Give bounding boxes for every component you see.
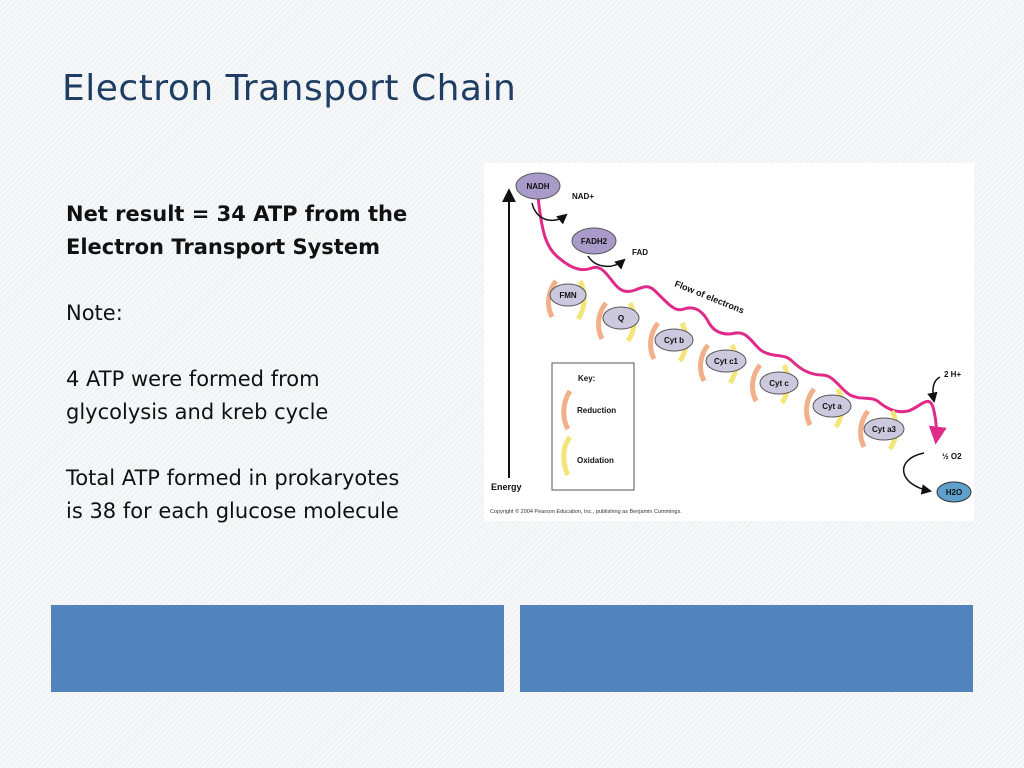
carrier-cyt-c1: Cyt c1 [705,349,747,373]
total-atp-line-2: is 38 for each glucose molecule [66,499,399,523]
carrier-fmn: FMN [549,283,587,307]
carrier-cyt-c: Cyt c [759,371,799,395]
glycolysis-line-2: glycolysis and kreb cycle [66,400,329,424]
carrier-cyt-b: Cyt b [654,328,694,352]
copyright-text: Copyright © 2004 Pearson Education, Inc.… [490,508,682,515]
placeholder-bar-left [51,605,504,692]
energy-axis: Energy [491,188,522,492]
etc-diagram-svg: Energy Flow of electrons [490,172,972,515]
carrier-cyt-a3-label: Cyt a3 [872,425,897,434]
nad-plus-label: NAD+ [572,192,594,201]
key-reduction-arrow [561,389,573,431]
carrier-cyt-a-label: Cyt a [822,402,842,411]
carrier-nadh-label: NADH [526,182,549,191]
carrier-fmn-label: FMN [559,291,577,300]
protons-label: 2 H+ [944,370,961,379]
oxygen-label: ½ O2 [942,452,962,461]
carrier-cyt-c-label: Cyt c [769,379,789,388]
key-oxidation-label: Oxidation [577,456,614,465]
net-result-line-2: Electron Transport System [66,235,380,259]
carrier-cyt-a: Cyt a [812,394,852,418]
placeholder-bar-right [520,605,973,692]
carrier-cyt-c1-label: Cyt c1 [714,357,739,366]
carrier-q: Q [602,306,640,330]
key-box: Key: Reduction Oxidation [551,362,635,491]
carrier-nadh: NADH [515,172,561,200]
net-result-line-1: Net result = 34 ATP from the [66,202,408,226]
note-label: Note: [66,301,123,325]
carrier-cyt-b-label: Cyt b [664,336,684,345]
total-atp-line-1: Total ATP formed in prokaryotes [66,466,400,490]
fad-label: FAD [632,248,648,257]
water-label: H2O [946,488,962,497]
key-oxidation-arrow [561,435,573,477]
carrier-fadh2: FADH2 [571,227,617,255]
glycolysis-line-1: 4 ATP were formed from [66,367,320,391]
body-text: Net result = 34 ATP from the Electron Tr… [66,198,486,528]
carrier-q-label: Q [618,314,624,323]
carrier-fadh2-label: FADH2 [581,237,608,246]
key-title: Key: [578,374,595,383]
water-product: H2O [936,481,972,503]
energy-axis-label: Energy [491,482,522,492]
carrier-cyt-a3: Cyt a3 [863,417,905,441]
slide-title: Electron Transport Chain [62,68,517,109]
key-reduction-label: Reduction [577,406,616,415]
etc-diagram: Energy Flow of electrons [484,163,974,521]
